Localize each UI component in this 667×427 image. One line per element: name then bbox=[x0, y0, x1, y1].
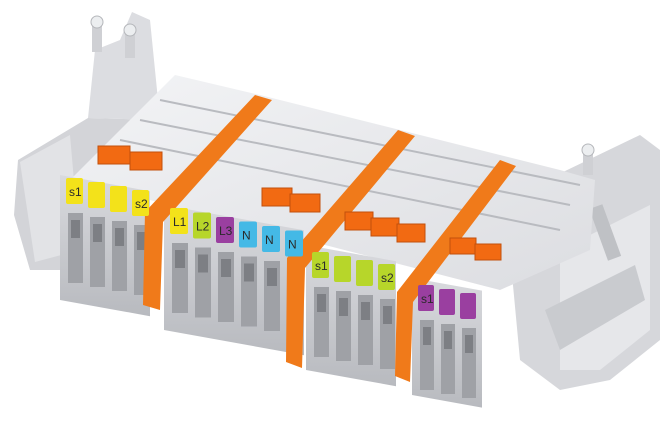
terminal-wire-entry bbox=[71, 220, 80, 238]
jumper-bridge-icon bbox=[97, 145, 131, 165]
terminal-wire-entry bbox=[244, 263, 254, 282]
marker-tag bbox=[88, 182, 105, 208]
marker-tag bbox=[460, 293, 476, 319]
marker-tag-label: L1 bbox=[173, 215, 187, 229]
terminal-wire-entry bbox=[115, 228, 124, 246]
terminal-wire-entry bbox=[221, 259, 231, 277]
orange-separators bbox=[143, 95, 516, 382]
terminal-front-faces bbox=[60, 175, 482, 408]
terminal-wire-entry bbox=[137, 232, 146, 250]
terminal-wire-entry bbox=[93, 224, 102, 242]
jumper-bridge-icon bbox=[449, 237, 477, 255]
jumper-bridge-icon bbox=[344, 211, 374, 231]
jumper-bridge-icon bbox=[129, 151, 163, 171]
marker-tag bbox=[439, 289, 455, 315]
jumper-bridge-icon bbox=[370, 217, 400, 237]
marker-tag bbox=[66, 178, 83, 204]
marker-tag-label: N bbox=[242, 229, 251, 243]
jumper-bridges bbox=[97, 145, 502, 261]
marker-tag bbox=[170, 208, 188, 234]
marker-tag-label: s1 bbox=[69, 185, 82, 199]
jumper-bridge-icon bbox=[261, 187, 293, 207]
marker-tag-label: s1 bbox=[315, 259, 328, 273]
marker-tag-label: s1 bbox=[421, 292, 434, 306]
marker-tag bbox=[418, 285, 434, 311]
separator-plate-2 bbox=[286, 130, 415, 368]
marker-tag-label: L3 bbox=[219, 224, 233, 238]
brand-embossing bbox=[589, 204, 622, 261]
marker-tag bbox=[334, 256, 351, 282]
marker-tag bbox=[110, 186, 127, 212]
marker-tag bbox=[378, 264, 395, 290]
terminal-wire-entry bbox=[198, 254, 208, 273]
marker-tag-label: s2 bbox=[381, 271, 394, 285]
jumper-bridge-icon bbox=[396, 223, 426, 243]
marker-tag bbox=[193, 212, 211, 239]
terminal-wire-entry bbox=[317, 294, 326, 312]
marker-tag-label: s2 bbox=[135, 197, 148, 211]
terminal-wire-entry bbox=[267, 268, 277, 286]
terminal-wire-entry bbox=[339, 298, 348, 316]
marker-tag bbox=[239, 221, 257, 248]
terminal-wire-entry bbox=[423, 327, 431, 345]
jumper-bridge-icon bbox=[289, 193, 321, 213]
terminal-wire-entry bbox=[175, 250, 185, 268]
terminal-wire-entry bbox=[465, 335, 473, 353]
marker-tag bbox=[132, 190, 149, 216]
separator-plate-1 bbox=[143, 95, 272, 310]
marker-tag bbox=[216, 217, 234, 243]
terminal-wire-entry bbox=[383, 306, 392, 324]
marker-tag-label: L2 bbox=[196, 220, 210, 234]
separator-plate-3 bbox=[395, 160, 516, 382]
marker-tag bbox=[356, 260, 373, 286]
terminal-wire-entry bbox=[444, 331, 452, 349]
marker-tag bbox=[285, 230, 303, 257]
terminal-wire-entry bbox=[361, 302, 370, 320]
marker-tag-label: N bbox=[288, 238, 297, 252]
marker-tag-label: N bbox=[265, 233, 274, 247]
marker-tag bbox=[262, 226, 280, 252]
jumper-bridge-icon bbox=[474, 243, 502, 261]
marker-tag bbox=[312, 252, 329, 278]
